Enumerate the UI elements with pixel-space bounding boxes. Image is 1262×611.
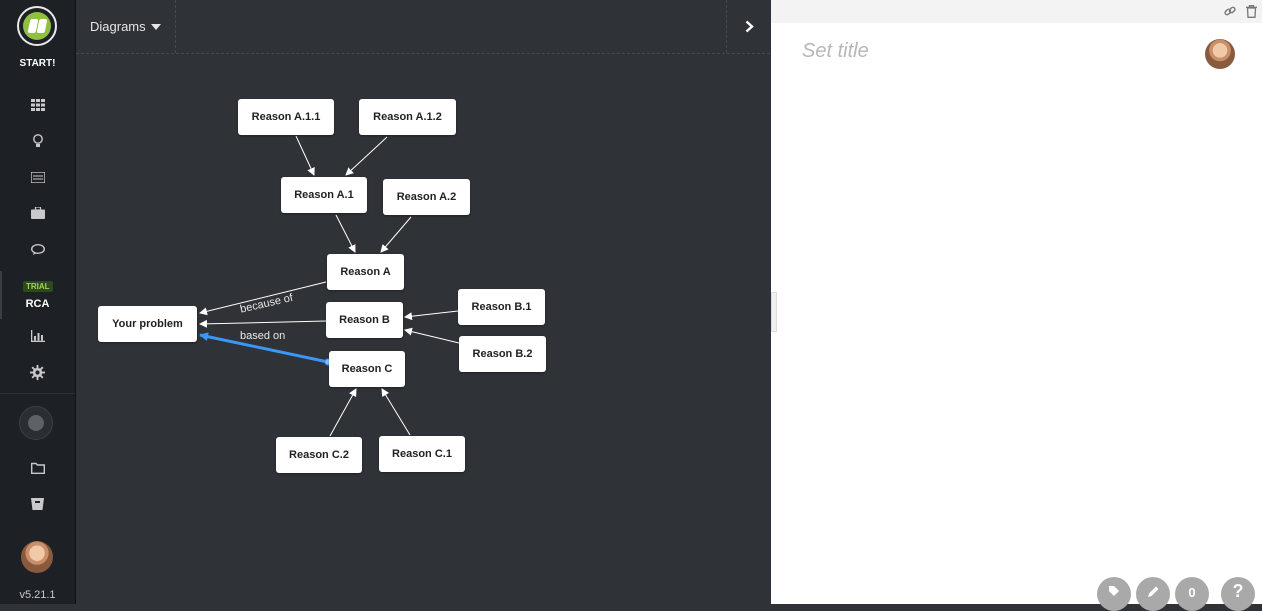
nav-divider [0,393,75,394]
briefcase-icon[interactable] [0,200,75,226]
node-reason-a[interactable]: Reason A [327,254,404,290]
node-reason-a2[interactable]: Reason A.2 [383,179,470,215]
edge-a12-a1 [345,136,388,176]
diagram-edges [199,135,460,437]
chevron-right-icon [745,20,754,33]
pencil-icon [1147,586,1158,597]
edit-button[interactable] [1136,577,1170,611]
comment-counter[interactable]: 0 [1175,577,1209,611]
main-nav: START! TRIAL RCA v5.21.1 [0,0,76,604]
node-reason-b[interactable]: Reason B [326,302,403,338]
lightbulb-icon[interactable] [0,128,75,154]
canvas-toolbar: Diagrams [76,0,770,54]
archive-icon[interactable] [0,491,75,517]
owner-avatar[interactable] [1205,39,1235,69]
gear-icon[interactable] [0,359,75,385]
node-reason-a11[interactable]: Reason A.1.1 [238,99,334,135]
grid-icon[interactable] [0,92,75,118]
edge-b-problem [199,319,327,328]
start-label[interactable]: START! [19,58,56,69]
node-reason-c1[interactable]: Reason C.1 [379,436,465,472]
edge-a2-a [380,216,412,253]
node-reason-a12[interactable]: Reason A.1.2 [359,99,456,135]
folder-icon[interactable] [0,455,75,481]
help-button[interactable]: ? [1221,577,1255,611]
tag-icon [1109,586,1119,596]
edge-a-problem [199,281,327,316]
details-panel: Set title 0 ? [771,0,1262,611]
diagram-canvas[interactable]: because of based on Reason A.1.1 Reason … [76,54,770,604]
edge-c1-c [381,388,411,436]
edge-a11-a1 [295,135,315,176]
edge-a1-a [335,214,356,253]
node-your-problem[interactable]: Your problem [98,306,197,342]
caret-down-icon [150,23,161,30]
trash-icon[interactable] [1244,4,1258,18]
version-label: v5.21.1 [19,589,56,601]
toggle-panel-button[interactable] [726,0,771,53]
trial-badge: TRIAL [23,281,53,292]
edge-c2-c [329,388,357,437]
edge-c-problem-selected [199,332,329,364]
logo[interactable] [17,6,57,46]
node-reason-b2[interactable]: Reason B.2 [459,336,546,372]
diagrams-dropdown[interactable]: Diagrams [76,0,176,53]
list-icon[interactable] [0,164,75,190]
edge-b2-b [404,327,460,344]
node-reason-b1[interactable]: Reason B.1 [458,289,545,325]
node-reason-c2[interactable]: Reason C.2 [276,437,362,473]
panel-top-bar [771,0,1262,23]
chart-icon[interactable] [0,323,75,349]
nav-item-rca[interactable]: RCA [25,298,50,310]
node-reason-c[interactable]: Reason C [329,351,405,387]
panel-resize-handle[interactable] [771,292,777,332]
project-switcher[interactable] [19,406,53,440]
node-reason-a1[interactable]: Reason A.1 [281,177,367,213]
edge-label-based-on: based on [240,330,286,342]
chat-icon[interactable] [0,237,75,263]
link-icon[interactable] [1223,4,1237,18]
attachment-button[interactable] [1097,577,1131,611]
diagrams-label: Diagrams [90,19,146,34]
user-avatar[interactable] [21,541,53,573]
active-indicator [0,271,2,319]
edge-b1-b [404,310,459,321]
title-input[interactable]: Set title [802,40,869,62]
